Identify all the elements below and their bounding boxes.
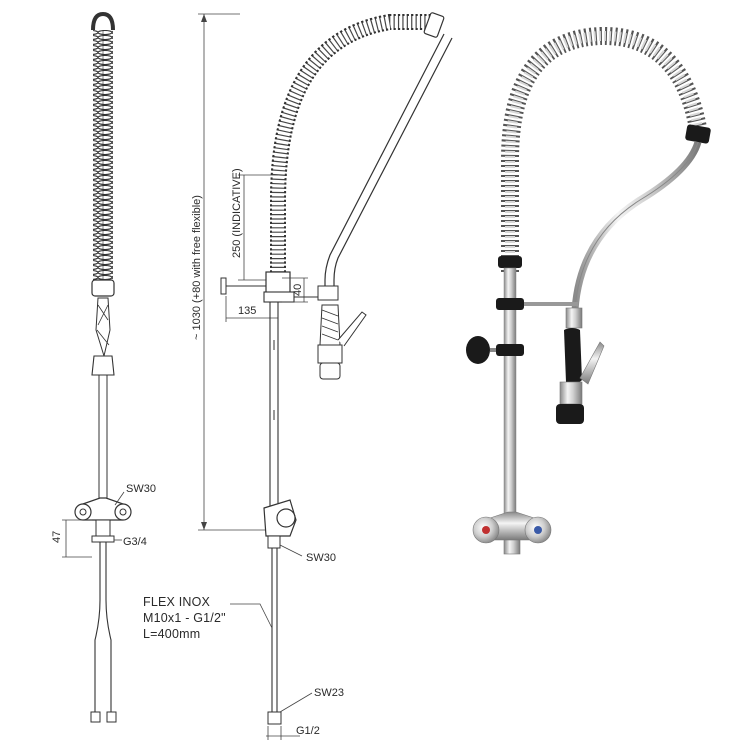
label-overall-height: ~ 1030 (+80 with free flexible) <box>191 195 203 340</box>
label-g34: G3/4 <box>123 536 147 548</box>
label-sw23: SW23 <box>314 687 344 699</box>
label-40: 40 <box>292 284 304 296</box>
label-flex-line3: L=400mm <box>143 627 200 641</box>
right-handle <box>114 503 132 521</box>
side-view-drawing <box>198 12 453 740</box>
render-grip <box>564 328 582 385</box>
label-47: 47 <box>51 531 63 543</box>
label-135: 135 <box>238 305 256 317</box>
front-clamp <box>91 279 115 297</box>
label-indicative: 250 (INDICATIVE) <box>231 168 243 258</box>
label-sw30-front: SW30 <box>126 483 156 495</box>
render-wall-mount <box>466 336 490 364</box>
dimension-labels: SW30 47 G3/4 ~ 1030 (+80 with free flexi… <box>51 168 344 737</box>
label-flex-line2: M10x1 - G1/2" <box>143 611 226 625</box>
left-handle <box>74 503 92 521</box>
label-flex-line1: FLEX INOX <box>143 595 211 609</box>
render-top-connector <box>685 124 711 144</box>
label-g12: G1/2 <box>296 725 320 737</box>
label-sw30-side: SW30 <box>306 552 336 564</box>
front-view-drawing <box>62 11 132 723</box>
product-render <box>466 26 711 555</box>
